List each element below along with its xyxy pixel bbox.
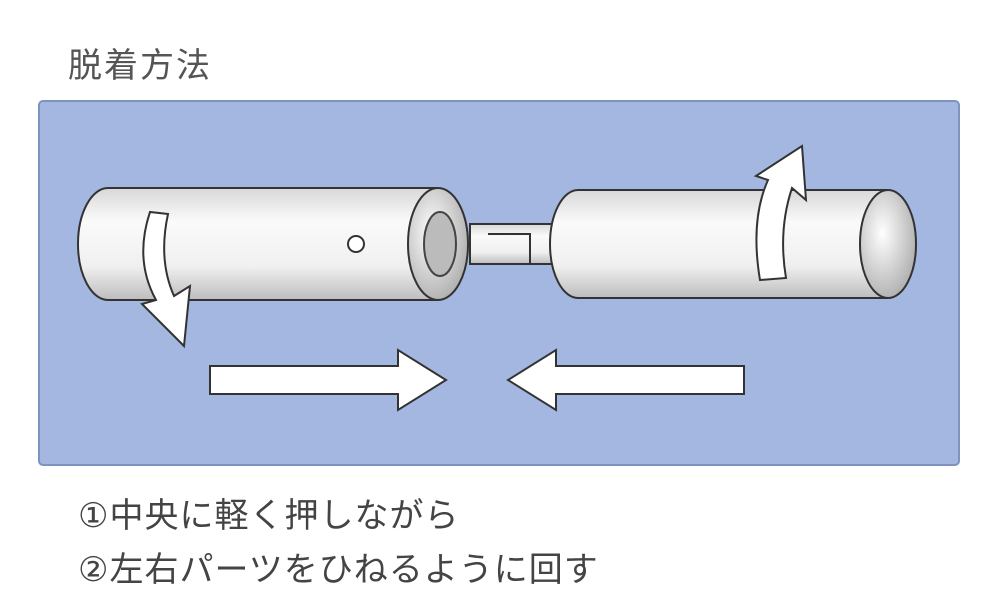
hole-icon xyxy=(347,235,365,253)
push-arrow-right-icon xyxy=(209,348,448,412)
left-part xyxy=(77,187,469,301)
diagram-panel xyxy=(38,100,960,466)
rotate-arrow-right-icon xyxy=(753,144,808,282)
rotate-arrow-left-icon xyxy=(140,210,192,349)
step-2-text: ②左右パーツをひねるように回す xyxy=(78,550,599,590)
push-arrow-left-icon xyxy=(506,348,745,412)
step-1-text: ①中央に軽く押しながら xyxy=(78,496,460,536)
page-title: 脱着方法 xyxy=(68,46,212,86)
right-part xyxy=(469,189,917,299)
